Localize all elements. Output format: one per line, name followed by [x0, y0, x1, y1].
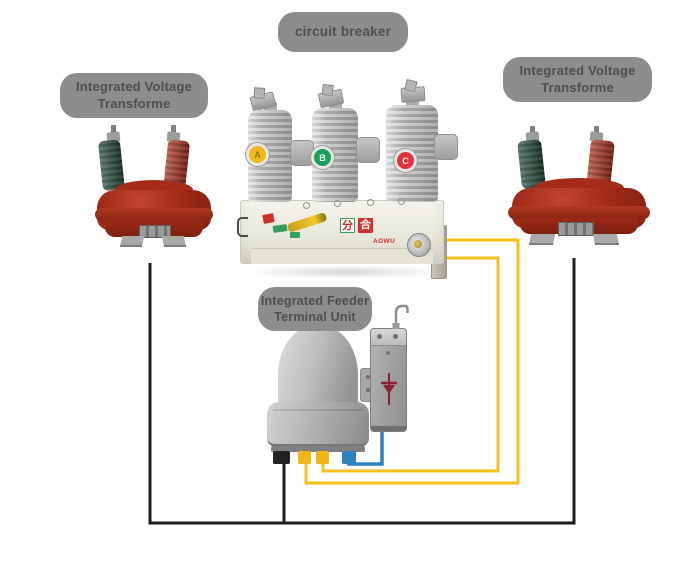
right-vt-stud: [594, 126, 599, 134]
left-vt-foot: [119, 236, 145, 247]
pole-c-side-bushing: [434, 134, 458, 160]
right-vt-foot: [592, 234, 620, 245]
circuit-breaker-base-step: [251, 248, 433, 264]
sensor-hole: [377, 334, 382, 339]
open-char: 分: [342, 220, 353, 232]
label-feeder-unit-line1: Integrated Feeder: [260, 293, 370, 308]
label-feeder-unit-line2: Terminal Unit: [274, 310, 356, 324]
ftu-black-connector: [273, 451, 290, 464]
wire-yellow-outer: [304, 238, 520, 485]
right-voltage-transformer-image: [508, 126, 650, 250]
base-eyelet: [334, 200, 341, 207]
ftu-yellow-connector-2: [316, 451, 329, 464]
label-right-transformer-line1: Integrated Voltage: [519, 62, 636, 78]
left-vt-stud: [171, 125, 176, 133]
phase-badge-c: C: [394, 149, 417, 172]
label-feeder-unit: Integrated Feeder Terminal Unit: [258, 287, 372, 331]
label-circuit-breaker: circuit breaker: [278, 12, 408, 52]
right-vt-flange: [508, 206, 650, 219]
brand-text: AOWU: [373, 238, 396, 245]
left-vt-foot: [161, 236, 187, 247]
base-eyelet: [303, 202, 310, 209]
left-voltage-transformer-image: [95, 124, 213, 250]
sensor-screw: [386, 351, 390, 355]
pole-b-side-bushing: [356, 137, 380, 163]
aux-connector-socket: [407, 233, 431, 257]
left-vt-flange: [95, 208, 213, 221]
wire-yellow-inner: [321, 256, 500, 473]
label-left-transformer-line1: Integrated Voltage: [75, 78, 193, 94]
label-circuit-breaker-text: circuit breaker: [294, 24, 392, 40]
circuit-breaker-shadow: [243, 265, 447, 279]
green-indicator-tag: [290, 232, 300, 238]
phase-c-letter: C: [402, 155, 409, 166]
hanger-hook-icon: [392, 304, 409, 329]
phase-b-letter: B: [319, 152, 326, 163]
pole-c-terminal: [400, 86, 426, 103]
left-vt-stud: [111, 125, 116, 133]
switch-close-marking: 合: [358, 218, 373, 233]
close-char: 合: [360, 219, 371, 231]
phase-a-letter: A: [254, 149, 261, 160]
label-right-transformer-line2: Transforme: [541, 79, 614, 95]
label-left-transformer-line2: Transforme: [97, 95, 171, 111]
arrester-symbol-icon: [381, 373, 397, 405]
sensor-bottom-strip: [371, 426, 406, 431]
feeder-terminal-unit-image: [262, 298, 414, 466]
base-eyelet: [398, 198, 405, 205]
ftu-base-strip: [271, 446, 365, 452]
ftu-yellow-connector-1: [298, 451, 311, 464]
left-vt-nameplate: [139, 225, 171, 238]
wire-ground-loop: [148, 258, 576, 525]
switch-open-marking: 分: [340, 218, 355, 233]
base-eyelet: [367, 199, 374, 206]
label-right-transformer: Integrated Voltage Transforme: [503, 57, 652, 102]
right-vt-stud: [530, 126, 535, 134]
label-left-transformer: Integrated Voltage Transforme: [60, 73, 208, 118]
ftu-blue-connector: [342, 451, 356, 464]
phase-badge-a: A: [246, 143, 269, 166]
sensor-top-band: [371, 329, 406, 346]
ftu-skirt: [267, 402, 369, 447]
right-vt-foot: [528, 234, 556, 245]
sensor-hole: [393, 334, 398, 339]
base-hook: [237, 217, 248, 237]
ftu-dome: [278, 325, 358, 417]
right-vt-nameplate: [558, 222, 594, 236]
pole-a-side-bushing: [290, 140, 314, 166]
voltage-sensor-box: [370, 328, 407, 432]
phase-badge-b: B: [311, 146, 334, 169]
circuit-breaker-image: A B C 分 合 AOWU: [235, 82, 458, 284]
red-indicator-tag: [262, 213, 275, 224]
